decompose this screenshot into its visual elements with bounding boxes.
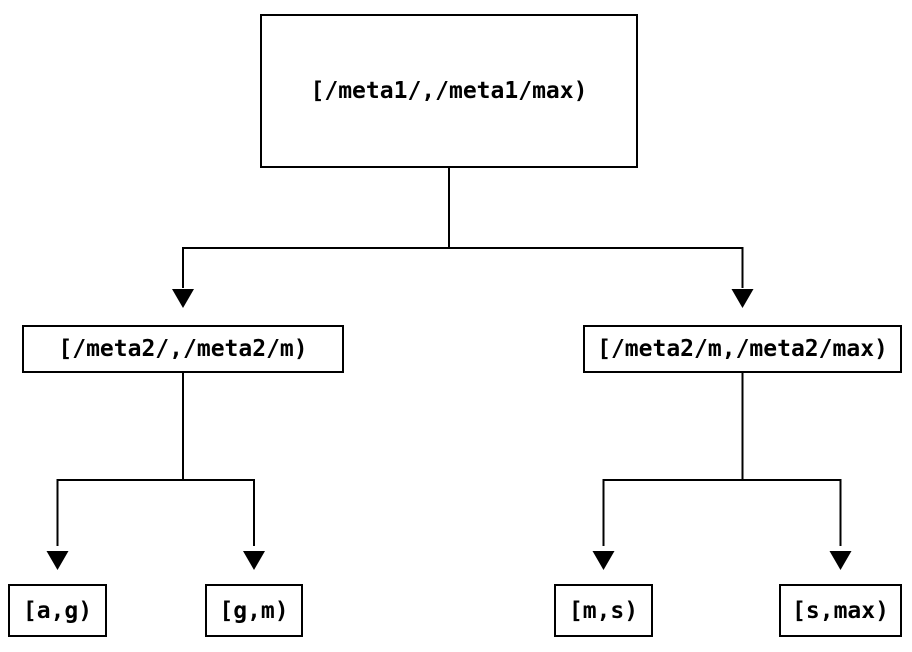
arrowhead-icon xyxy=(731,289,754,308)
arrowhead-icon xyxy=(243,551,265,570)
node-label: [a,g) xyxy=(22,597,93,624)
node-label: [/meta2/,/meta2/m) xyxy=(58,336,308,362)
arrowhead-icon xyxy=(592,551,615,570)
arrowhead-icon xyxy=(172,289,194,308)
node-leaf-ms: [m,s) xyxy=(554,584,653,637)
node-leaf-ag: [a,g) xyxy=(8,584,107,637)
node-label: [s,max) xyxy=(792,597,889,624)
edge-meta2high-branches xyxy=(602,479,842,546)
node-meta2-high-range: [/meta2/m,/meta2/max) xyxy=(583,325,902,373)
edge-root-branches xyxy=(182,247,744,288)
node-leaf-gm: [g,m) xyxy=(205,584,303,637)
node-label: [/meta2/m,/meta2/max) xyxy=(597,336,888,362)
node-leaf-smax: [s,max) xyxy=(779,584,902,637)
arrowhead-icon xyxy=(46,551,69,570)
node-label: [m,s) xyxy=(568,597,639,624)
node-label: [g,m) xyxy=(219,597,289,624)
edge-meta2low-branches xyxy=(56,479,255,546)
arrowhead-icon xyxy=(829,551,852,570)
node-meta2-low-range: [/meta2/,/meta2/m) xyxy=(22,325,344,373)
node-root-range: [/meta1/,/meta1/max) xyxy=(260,14,638,168)
node-label: [/meta1/,/meta1/max) xyxy=(310,78,588,104)
